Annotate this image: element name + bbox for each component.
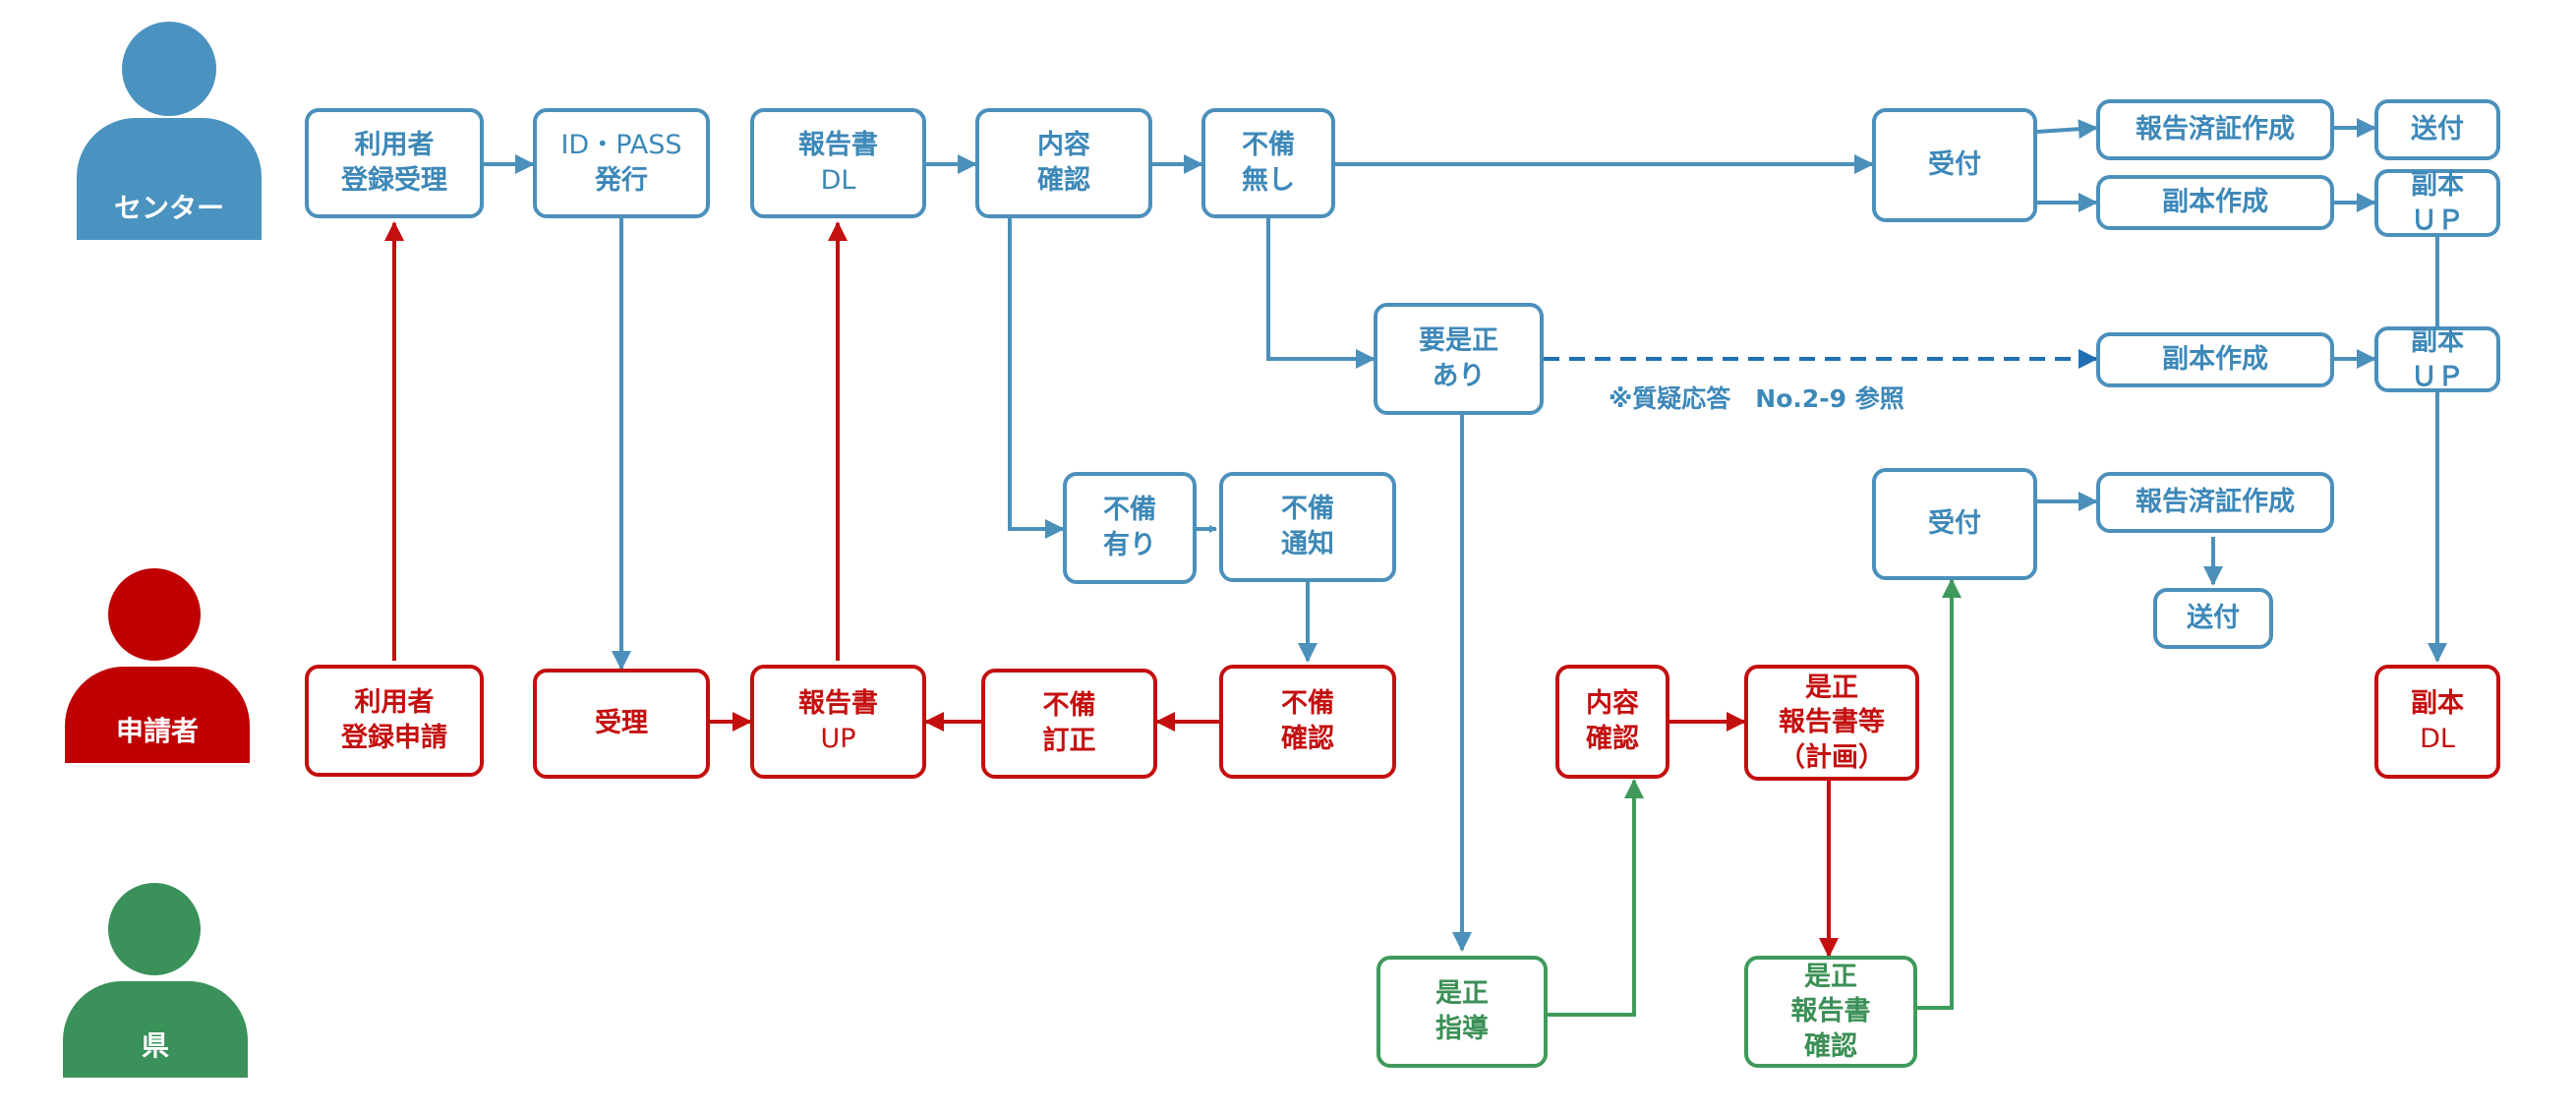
qa-reference-note: ※質疑応答 No.2-9 参照	[1609, 384, 1904, 413]
person-icon	[108, 568, 201, 661]
arrow-confirm-to-center-recv2	[1917, 578, 1961, 1010]
node-center-no-defect: 不備無し	[1201, 108, 1335, 218]
node-center-has-defect: 不備有り	[1063, 472, 1197, 584]
person-icon	[108, 883, 201, 975]
node-applicant-receipt: 受理	[533, 669, 710, 779]
arrow-none-to-fix	[1266, 218, 1376, 369]
node-applicant-defect-correction: 不備訂正	[981, 669, 1157, 779]
actor-center-label: センター	[77, 118, 262, 240]
node-center-certificate-2: 報告済証作成	[2096, 472, 2334, 533]
node-center-certificate-1: 報告済証作成	[2096, 99, 2334, 160]
actor-applicant-label: 申請者	[65, 667, 250, 763]
node-center-content-check: 内容確認	[975, 108, 1152, 218]
arrow-recv1-to-cert1	[2036, 119, 2098, 140]
node-prefecture-report-confirmation: 是正報告書確認	[1744, 956, 1917, 1068]
arrow-check-to-has	[1008, 218, 1065, 539]
node-center-defect-notice: 不備通知	[1219, 472, 1396, 582]
node-applicant-defect-check: 不備確認	[1219, 665, 1396, 779]
node-prefecture-correction-guidance: 是正指導	[1376, 956, 1548, 1068]
node-center-correction-required: 要是正あり	[1374, 303, 1544, 415]
arrow-guide-to-applicant-content	[1548, 779, 1644, 1017]
node-center-send-1: 送付	[2374, 99, 2500, 160]
node-center-copy-create-1: 副本作成	[2096, 175, 2334, 230]
node-center-reception-2: 受付	[1872, 468, 2037, 580]
actor-prefecture-label: 県	[63, 981, 248, 1078]
node-center-reception-1: 受付	[1872, 108, 2037, 222]
node-center-send-2: 送付	[2153, 588, 2273, 649]
person-icon	[122, 22, 216, 116]
node-center-user-registration: 利用者登録受理	[305, 108, 484, 218]
node-applicant-user-registration: 利用者登録申請	[305, 665, 484, 777]
node-center-copy-create-2: 副本作成	[2096, 332, 2334, 387]
node-applicant-correction-report: 是正報告書等（計画）	[1744, 665, 1919, 781]
node-applicant-content-check: 内容確認	[1555, 665, 1669, 779]
